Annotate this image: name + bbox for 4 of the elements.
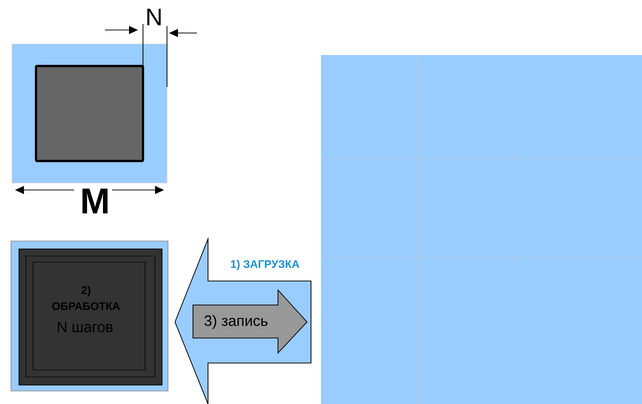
edge-label: 1) ЗАГРУЗКА bbox=[231, 260, 300, 270]
dimension-label: N bbox=[147, 8, 161, 26]
grid-panel bbox=[320, 54, 642, 404]
edge-label: 3) запись bbox=[204, 315, 268, 329]
